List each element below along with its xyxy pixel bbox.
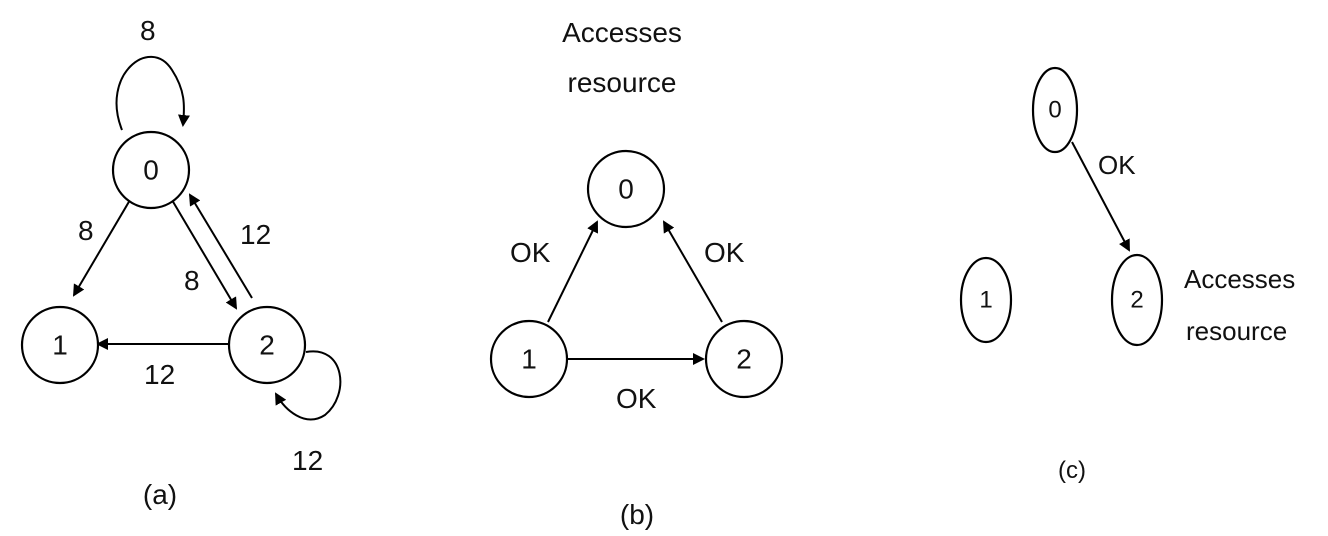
node-c-1: 1 [959,256,1013,344]
label-a-2-to-0: 12 [240,219,271,250]
caption-b: (b) [620,499,654,530]
label-a-0-to-1: 8 [78,215,94,246]
label-a-self-2: 12 [292,445,323,476]
annotation-c-line1: Accesses [1184,264,1295,294]
node-a-1-label: 1 [52,330,68,361]
node-b-1-label: 1 [521,344,537,375]
caption-a: (a) [143,479,177,510]
edge-a-self-2 [275,350,342,421]
edge-b-2-to-0 [662,220,723,323]
panel-a: 8 8 8 12 12 12 0 1 2 (a) [20,15,342,510]
node-c-2: 2 [1110,253,1164,347]
node-a-1: 1 [20,305,100,385]
node-c-2-label: 2 [1130,287,1143,314]
annotation-b-line2: resource [568,67,677,98]
node-b-2: 2 [704,319,784,399]
edge-a-0-to-1 [72,199,131,297]
panel-b: Accesses resource OK OK OK 0 1 2 (b) [489,17,784,530]
edge-a-0-to-2 [171,199,238,310]
node-a-0: 0 [111,130,191,210]
node-a-2: 2 [227,305,307,385]
edge-c-0-to-2 [1071,141,1130,252]
edge-a-2-to-0 [188,193,253,299]
node-a-0-label: 0 [143,155,159,186]
node-c-0: 0 [1031,66,1079,154]
node-c-1-label: 1 [979,287,992,314]
node-b-1: 1 [489,319,569,399]
node-b-2-label: 2 [736,344,752,375]
edge-b-1-to-0 [547,220,598,323]
annotation-c-line2: resource [1186,316,1287,346]
label-c-0-to-2: OK [1098,150,1136,180]
caption-c: (c) [1058,457,1086,484]
node-b-0: 0 [586,149,666,229]
label-b-1-to-2: OK [616,383,657,414]
label-a-self-0: 8 [140,15,156,46]
node-c-0-label: 0 [1048,97,1061,124]
node-b-0-label: 0 [618,174,634,205]
label-a-2-to-1: 12 [144,359,175,390]
edge-a-self-0 [115,56,190,131]
panel-c: OK 0 1 2 Accesses resource (c) [959,66,1295,484]
label-a-0-to-2: 8 [184,265,200,296]
label-b-1-to-0: OK [510,237,551,268]
node-a-2-label: 2 [259,330,275,361]
annotation-b-line1: Accesses [562,17,682,48]
label-b-2-to-0: OK [704,237,745,268]
